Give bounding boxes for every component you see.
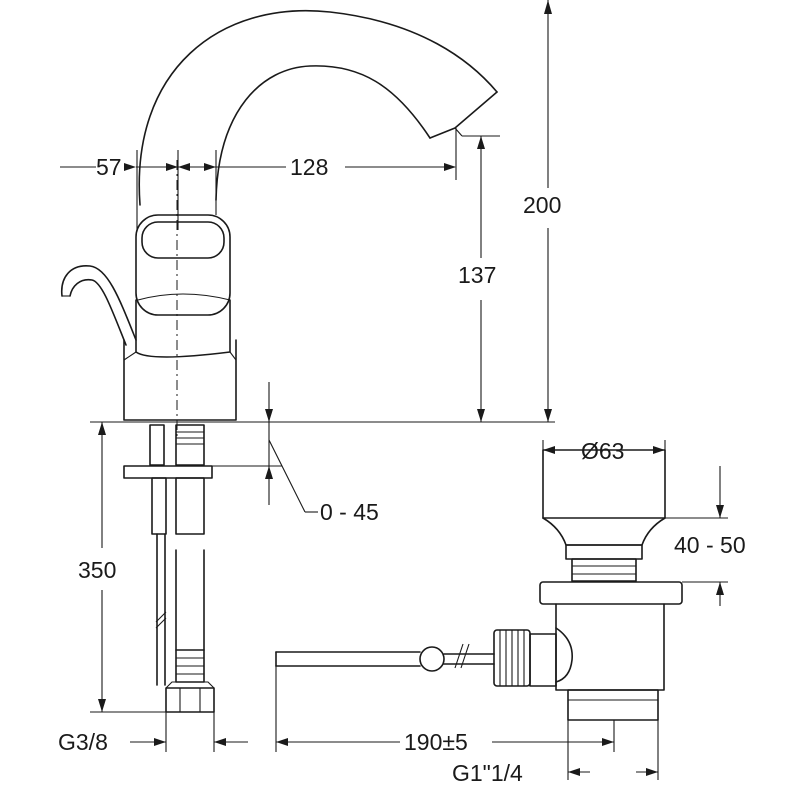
label-200: 200 [523, 192, 561, 218]
label-0-45: 0 - 45 [320, 499, 379, 525]
waste-assembly [275, 449, 683, 721]
mounting-parts [96, 421, 555, 713]
label-137: 137 [458, 262, 496, 288]
label-190: 190±5 [404, 729, 468, 755]
label-diameter-63: Ø63 [581, 438, 624, 464]
dimension-labels: 57 128 200 137 0 - 45 350 G3/8 Ø63 40 - … [58, 154, 746, 786]
label-57: 57 [96, 154, 122, 180]
label-128: 128 [290, 154, 328, 180]
label-40-50: 40 - 50 [674, 532, 746, 558]
label-g3-8: G3/8 [58, 729, 108, 755]
label-350: 350 [78, 557, 116, 583]
dimension-lines [60, 0, 728, 780]
faucet-body [61, 9, 498, 421]
label-g1-1-4: G1"1/4 [452, 760, 523, 786]
